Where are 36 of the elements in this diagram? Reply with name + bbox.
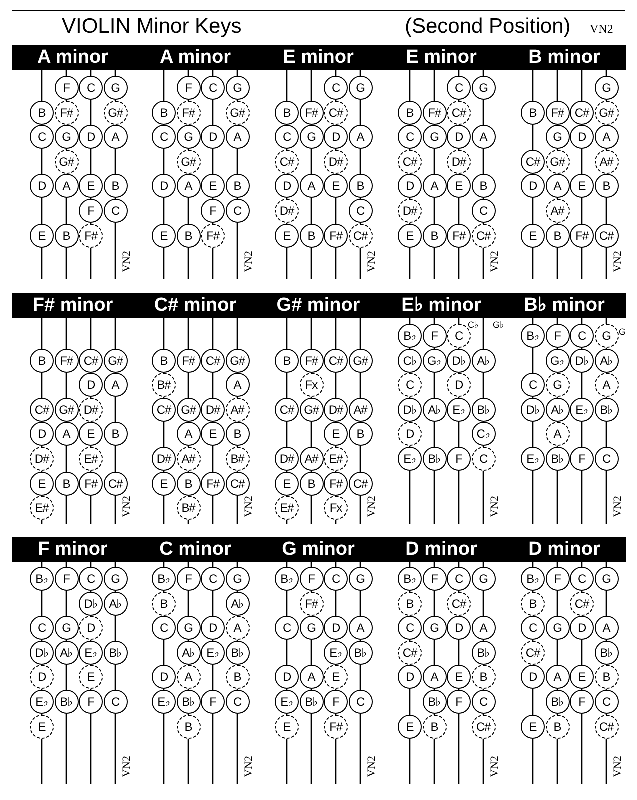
text-label: C♭ [468,320,478,332]
code-label: VN2 [244,496,255,518]
chart-title: VIOLIN Minor Keys [62,14,242,40]
text-label: VN2 [590,22,614,37]
code-label: VN2 [490,756,501,778]
text-label: G♭ [493,320,504,332]
code-label: VN2 [613,496,624,518]
key-heading: A minor [12,45,134,70]
key-heading: F# minor [12,293,134,318]
text-label: G [619,327,626,338]
key-heading: C# minor [134,293,257,318]
code-label: VN2 [244,251,255,272]
code-label: VN2 [122,496,133,518]
key-heading: G# minor [257,293,380,318]
key-heading: A minor [134,45,257,70]
key-heading: E minor [380,45,503,70]
key-heading: D minor [503,537,626,562]
code-label: VN2 [122,251,133,272]
code-label: VN2 [613,756,624,778]
key-heading: B minor [503,45,626,70]
key-heading: D minor [380,537,503,562]
key-heading: G minor [257,537,380,562]
code-label: VN2 [122,756,133,778]
code-label: VN2 [490,496,501,518]
key-heading: E minor [257,45,380,70]
code-label: VN2 [244,756,255,778]
key-heading: E♭ minor [380,293,503,318]
text-label: (Second Position) [405,14,571,40]
key-heading: B♭ minor [503,293,626,318]
key-heading: C minor [134,537,257,562]
code-label: VN2 [613,251,624,272]
key-heading: F minor [12,537,134,562]
code-label: VN2 [367,251,378,272]
code-label: VN2 [367,496,378,518]
code-label: VN2 [367,756,378,778]
code-label: VN2 [490,251,501,272]
